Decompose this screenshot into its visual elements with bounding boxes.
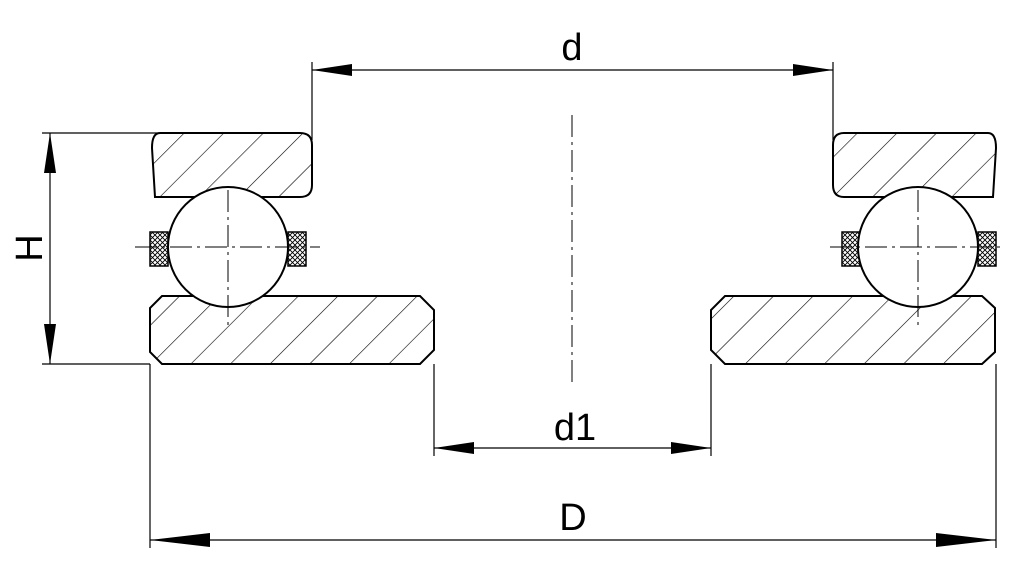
left-lower-washer [149,295,435,365]
right-cage-outer [977,231,997,267]
dimension-H-label: H [9,234,51,261]
right-upper-washer [832,132,998,198]
left-section [135,132,435,365]
left-cage-inner [287,231,307,267]
dimension-d1: d1 [433,364,712,456]
right-lower-washer [710,295,996,365]
left-cage-outer [149,231,169,267]
dimension-H: H [9,132,160,365]
dimension-d: d [311,27,834,140]
dimension-d-label: d [561,27,582,69]
dimension-d1-label: d1 [554,407,596,449]
right-section [710,132,1005,365]
left-upper-washer [150,132,313,198]
dimension-D-label: D [559,497,586,539]
dimension-D: D [149,364,997,548]
